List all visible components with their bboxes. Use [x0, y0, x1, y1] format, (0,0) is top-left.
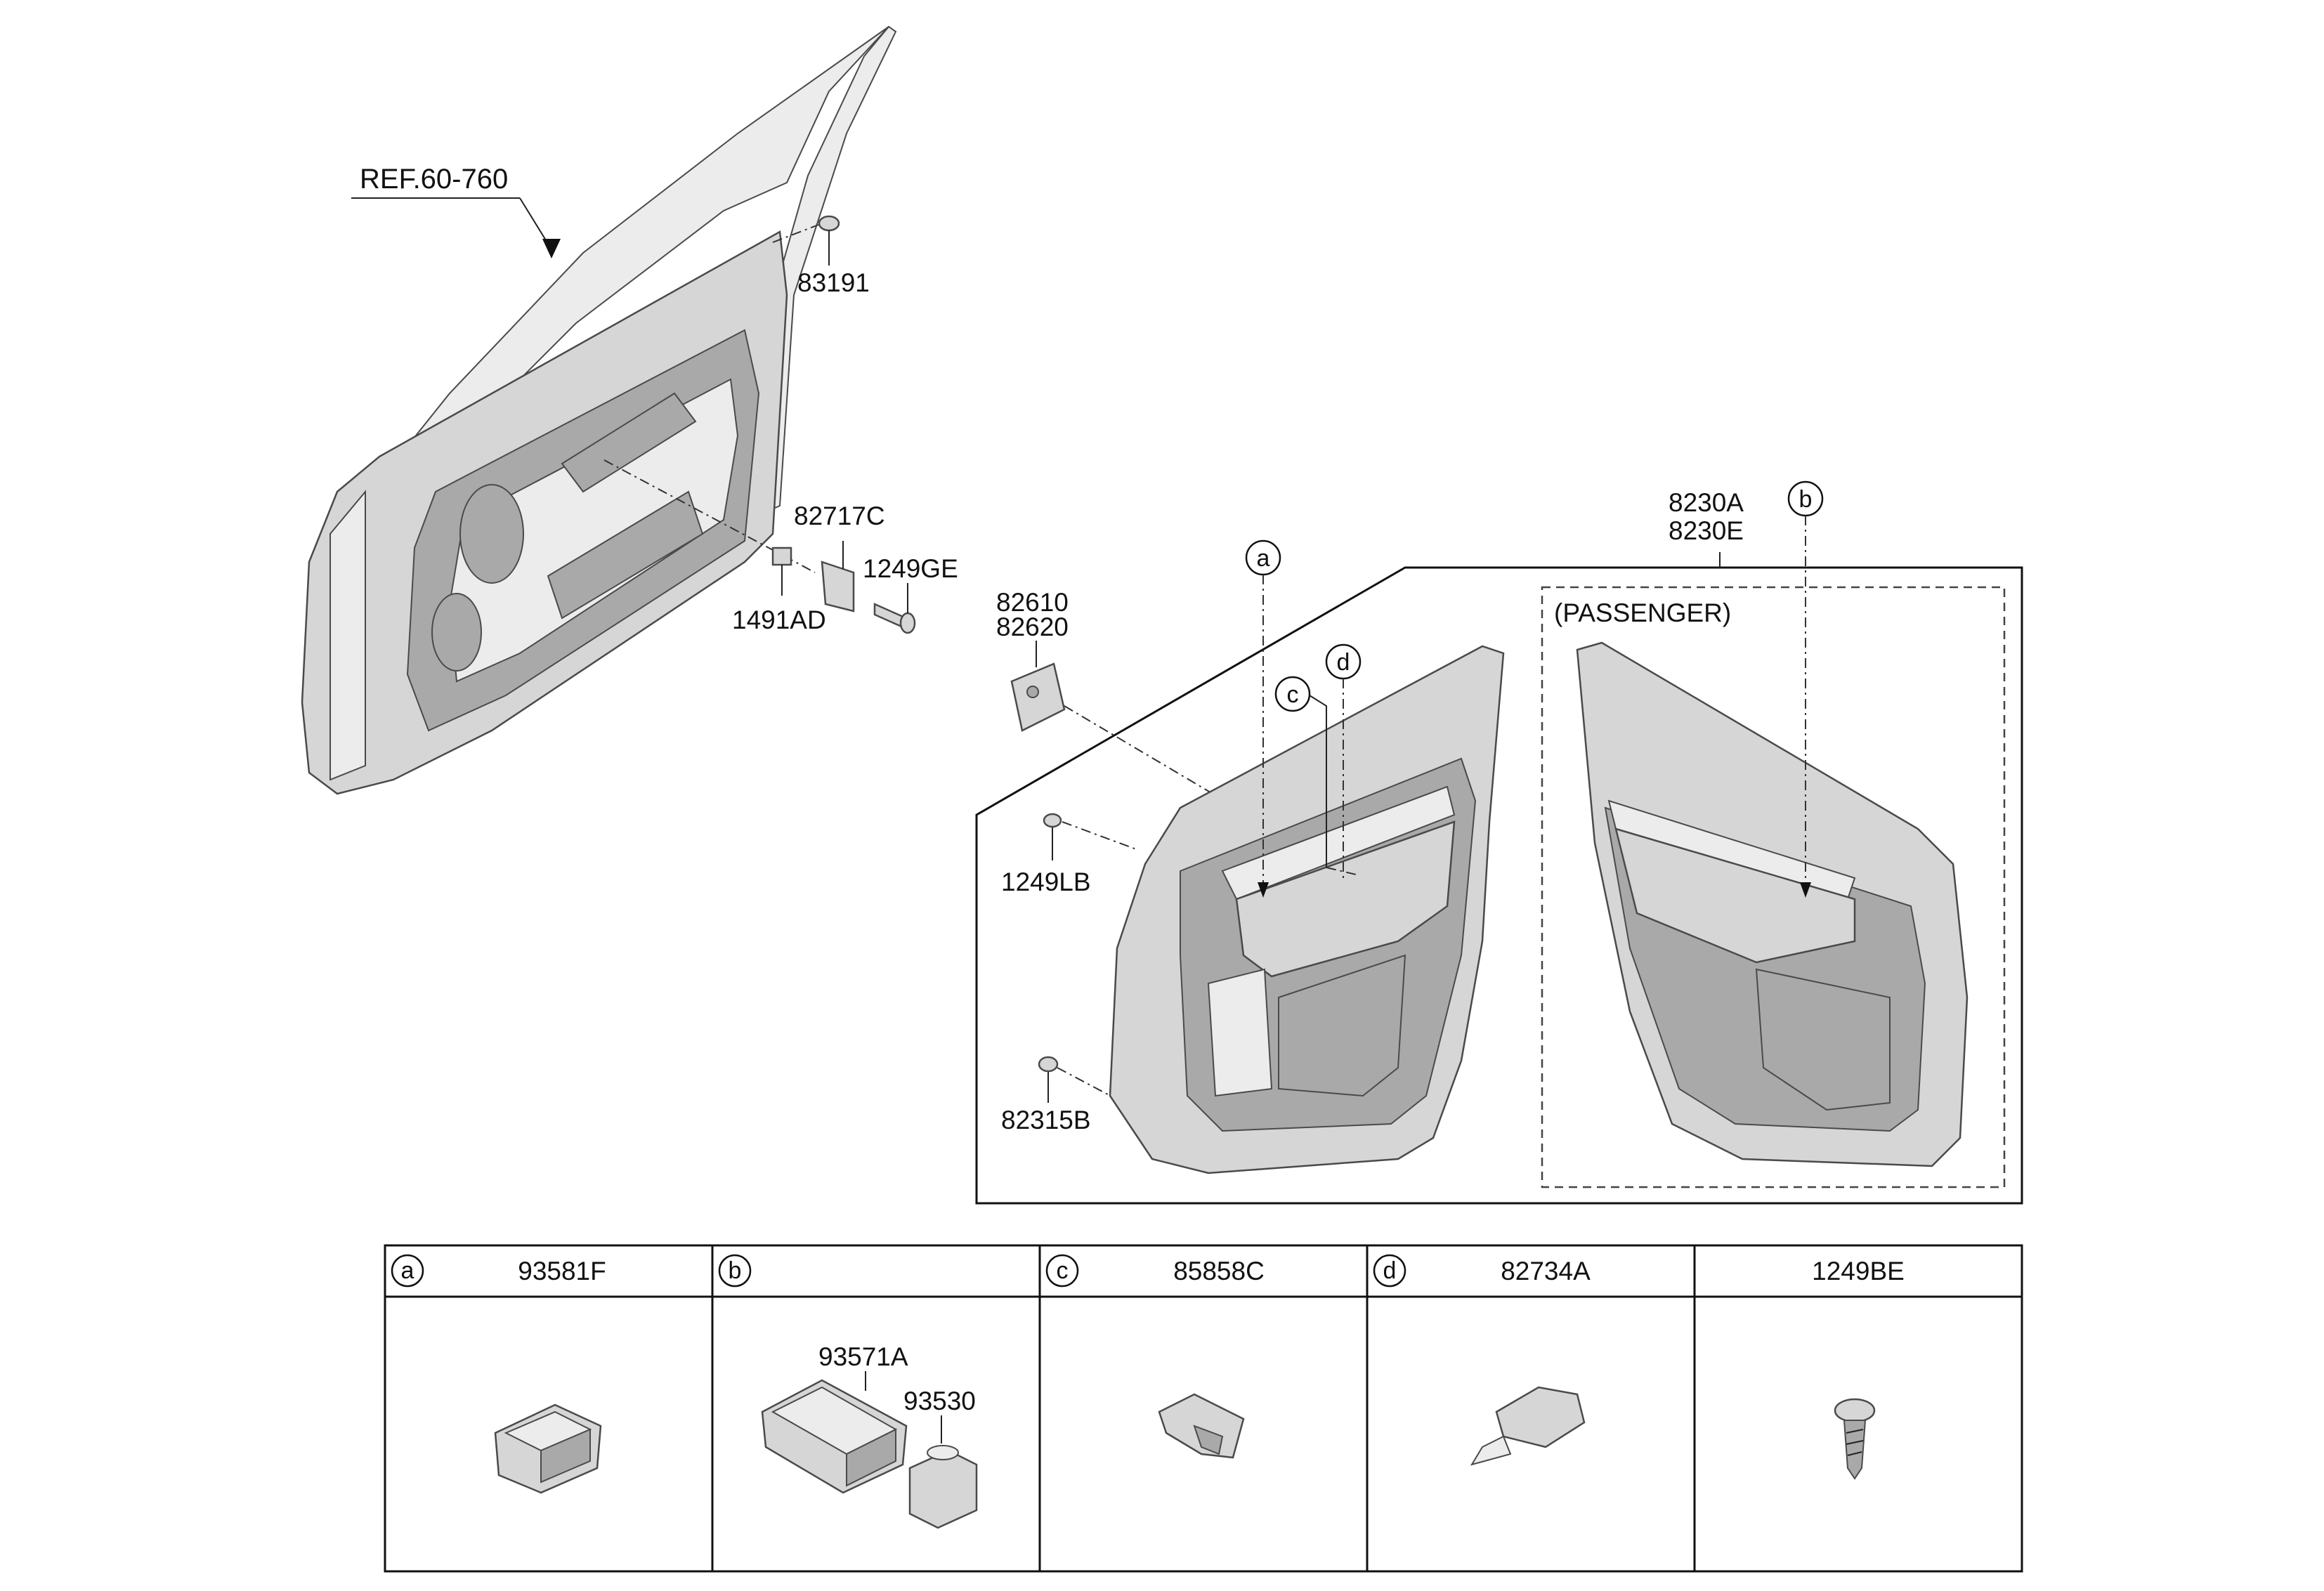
clip-85858c — [1158, 1393, 1245, 1459]
label-1249lb: 1249LB — [1001, 867, 1091, 896]
label-82620: 82620 — [996, 613, 1069, 641]
screw-1249lb — [1043, 813, 1062, 860]
part-1249be: 1249BE — [1812, 1257, 1905, 1285]
part-85858c: 85858C — [1173, 1257, 1265, 1285]
bracket-82610 — [1010, 662, 1066, 732]
label-93530: 93530 — [903, 1387, 976, 1415]
nut-1491ad — [771, 546, 792, 596]
label-82610: 82610 — [996, 588, 1069, 617]
label-93571a: 93571A — [818, 1342, 908, 1371]
door-inner-panel — [301, 25, 897, 795]
label-1491ad: 1491AD — [732, 605, 826, 634]
table-cell-e: 1249BE — [1812, 1257, 1905, 1285]
svg-text:b: b — [1799, 486, 1813, 513]
svg-text:d: d — [1383, 1257, 1397, 1284]
plug-83191 — [818, 215, 840, 266]
ref-arrow-icon — [542, 239, 561, 258]
arrow-a-icon — [1258, 882, 1269, 898]
label-83191: 83191 — [797, 268, 870, 297]
screw-1249be — [1834, 1398, 1876, 1480]
trim-assembly-outline — [975, 566, 2023, 1205]
table-cell-d: d 82734A — [1373, 1254, 1591, 1288]
parts-table — [384, 1244, 2023, 1573]
table-cell-c: c 85858C — [1045, 1254, 1265, 1288]
part-93581f: 93581F — [518, 1257, 606, 1285]
passenger-label: (PASSENGER) — [1554, 598, 1731, 627]
label-8230e: 8230E — [1669, 516, 1744, 545]
table-cell-b: b — [718, 1254, 752, 1288]
switch-93581f — [494, 1403, 602, 1494]
ref-label: REF.60-760 — [360, 164, 508, 195]
switch-93530 — [908, 1445, 978, 1529]
bracket-82717c — [821, 541, 855, 613]
arrow-b-icon — [1800, 882, 1811, 898]
passenger-region — [1541, 586, 2006, 1189]
callout-b: b — [1787, 480, 1824, 517]
svg-text:a: a — [401, 1257, 414, 1284]
switch-93571a — [761, 1379, 908, 1494]
label-1249ge: 1249GE — [863, 554, 958, 583]
passenger-door-trim — [1576, 641, 1969, 1167]
driver-door-trim — [1109, 645, 1505, 1174]
part-82734a: 82734A — [1501, 1257, 1591, 1285]
callout-d: d — [1325, 643, 1362, 680]
table-cell-a: a 93581F — [391, 1254, 606, 1288]
svg-text:c: c — [1057, 1257, 1069, 1284]
callout-c: c — [1274, 676, 1311, 712]
svg-text:b: b — [729, 1257, 742, 1284]
svg-text:c: c — [1287, 681, 1299, 708]
label-82717c: 82717C — [794, 502, 885, 530]
label-82315b: 82315B — [1001, 1106, 1091, 1134]
clip-82315b — [1038, 1056, 1059, 1103]
callout-a: a — [1245, 539, 1281, 576]
svg-text:a: a — [1257, 545, 1270, 572]
bolt-1249ge — [873, 583, 916, 634]
label-8230a: 8230A — [1669, 488, 1744, 517]
cover-82734a — [1470, 1386, 1586, 1466]
svg-text:d: d — [1337, 649, 1350, 676]
